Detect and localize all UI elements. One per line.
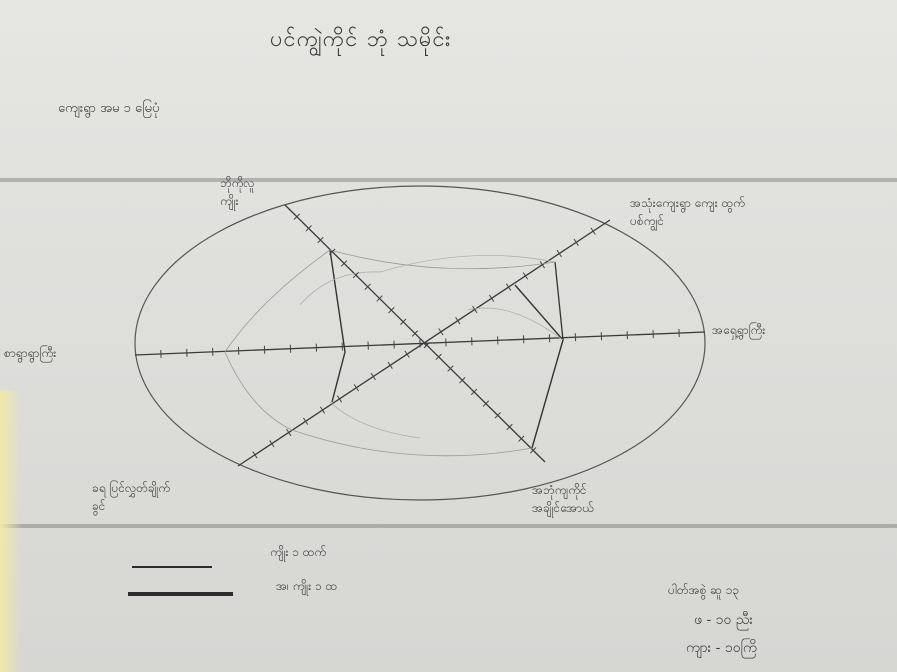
direction-label-top-left: ဘိုကိုလူကျိုး	[220, 176, 255, 208]
note-line: ပါတ်အစွဲ ဆူ ၁၃	[668, 583, 740, 597]
legend-swatch-thick	[128, 592, 233, 596]
tick-mark	[387, 361, 393, 369]
tick-mark	[317, 236, 324, 244]
tick-mark	[470, 388, 478, 396]
legend-swatch-thin	[132, 566, 212, 568]
tick-mark	[305, 225, 312, 232]
tick-mark	[370, 372, 376, 381]
inner-curve	[299, 271, 381, 306]
tick-mark	[303, 417, 309, 425]
fold-line	[0, 524, 897, 528]
star-edge	[514, 284, 564, 449]
document-title: ပင်ကျွဲကိုင် ဘုံ သမိုင်း	[270, 27, 452, 52]
tick-mark	[494, 412, 501, 419]
tick-mark	[530, 447, 537, 454]
tick-mark	[505, 283, 512, 291]
tick-mark	[506, 423, 513, 431]
tick-mark	[472, 305, 478, 314]
direction-label-left: စာရွာရွာကြီး	[4, 346, 57, 360]
legend-label-thin: ကျိုး ၁ ထက်	[270, 545, 327, 559]
tick-mark	[447, 365, 454, 372]
tick-mark	[423, 341, 430, 349]
yellow-background-edge	[0, 390, 22, 672]
tick-mark	[455, 317, 461, 325]
inner-curve	[224, 351, 293, 431]
tick-mark	[252, 451, 258, 459]
inner-curve	[467, 307, 564, 341]
tick-mark	[435, 353, 442, 361]
inner-curve	[329, 401, 421, 439]
note-line: ဖ - ၁၀ ညီး	[694, 612, 753, 628]
outer-circle	[134, 185, 706, 501]
inner-curve	[224, 249, 331, 353]
direction-label-top-right: အသုံးကျေးရွာ ကျေး ထွက်ပစ်ကျွင်	[630, 196, 745, 228]
inner-curve	[291, 429, 533, 457]
tick-mark	[482, 400, 490, 407]
tick-mark	[336, 395, 343, 403]
fold-line	[0, 178, 897, 182]
document-subtitle: ကျေးရွာ အမ ၁ မြေပုံ	[58, 101, 160, 116]
tick-mark	[590, 227, 596, 235]
inner-curve	[329, 249, 556, 270]
tick-mark	[352, 271, 360, 279]
tick-mark	[400, 318, 407, 326]
star-edge	[554, 261, 564, 341]
tick-mark	[329, 248, 336, 255]
tick-mark	[269, 440, 275, 448]
star-edge	[329, 249, 346, 403]
tick-mark	[364, 283, 371, 290]
tick-marks	[160, 213, 680, 459]
tick-mark	[539, 261, 545, 269]
tick-mark	[388, 306, 395, 314]
tick-mark	[518, 435, 525, 442]
tick-mark	[489, 294, 495, 302]
tick-mark	[438, 328, 444, 336]
tick-mark	[293, 213, 300, 220]
tick-mark	[286, 428, 292, 437]
note-line: ကျား - ၁၀ကြိ	[686, 640, 757, 656]
direction-label-bottom-right: အဘုံကျကိုင်အချိုင်အောယ်	[532, 483, 594, 515]
direction-label-right: အရှေ့ရွာကြီး	[712, 323, 766, 337]
tick-mark	[353, 384, 359, 392]
tick-mark	[556, 249, 562, 258]
tick-mark	[319, 406, 326, 414]
direction-label-bottom-left: ခရ ပြင်လွှတ်ချိုက်ခွင်	[92, 481, 171, 513]
legend-label-thick: အ၊ ကျိုး ၁ ထ	[276, 579, 338, 593]
tick-mark	[522, 272, 529, 280]
inner-curve	[379, 255, 556, 273]
tick-mark	[404, 350, 410, 358]
tick-mark	[573, 238, 579, 246]
tick-mark	[340, 260, 348, 267]
tick-mark	[411, 330, 419, 337]
tick-mark	[421, 339, 427, 347]
tick-mark	[459, 377, 466, 384]
tick-mark	[376, 295, 383, 302]
